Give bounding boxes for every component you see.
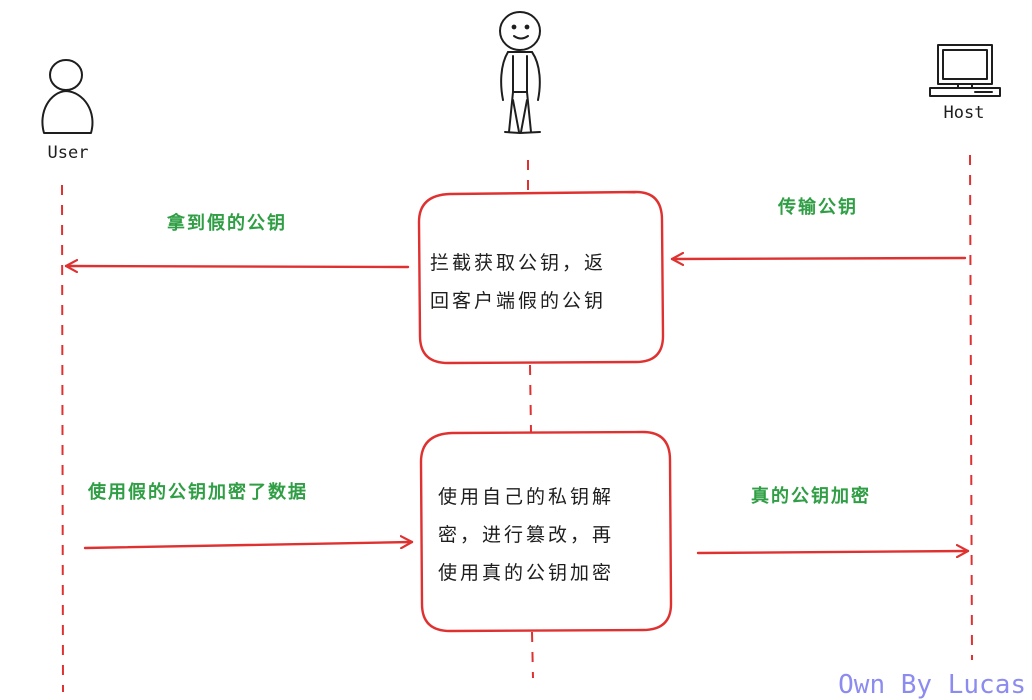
message-attacker-to-host: 真的公钥加密 [751, 486, 871, 507]
host-computer-icon [929, 44, 1001, 97]
intercept-box-text: 拦截获取公钥，返 回客户端假的公钥 [430, 244, 606, 320]
arrow-user-to-attacker [83, 542, 414, 548]
intercept-line-1: 拦截获取公钥，返 [430, 252, 607, 274]
host-lifeline [969, 154, 973, 661]
arrow-attacker-to-host [696, 551, 970, 553]
intercept-box [417, 190, 665, 365]
lifelines [61, 154, 973, 693]
attacker-lifeline-bottom [531, 631, 534, 679]
tamper-box-text: 使用自己的私钥解 密，进行篡改，再 使用真的公钥加密 [438, 478, 614, 592]
intercept-line-2: 回客户端假的公钥 [430, 290, 607, 312]
arrow-attacker-to-user [64, 266, 410, 267]
arrow-host-to-attacker [670, 258, 967, 259]
user-person-icon [41, 59, 94, 134]
user-lifeline [61, 184, 64, 693]
arrows [64, 258, 970, 553]
tamper-line-3: 使用真的公钥加密 [438, 562, 615, 584]
watermark: Own By Lucas [838, 670, 1026, 700]
tamper-box [419, 430, 673, 633]
host-label: Host [943, 103, 985, 123]
message-host-to-attacker: 传输公钥 [778, 197, 858, 218]
attacker-lifeline-mid [529, 364, 532, 433]
tamper-line-1: 使用自己的私钥解 [438, 486, 615, 508]
user-label: User [47, 143, 89, 163]
tamper-line-2: 密，进行篡改，再 [438, 524, 615, 546]
attacker-stick-figure-icon [499, 11, 541, 134]
message-attacker-to-user: 拿到假的公钥 [167, 213, 287, 234]
message-user-to-attacker: 使用假的公钥加密了数据 [88, 482, 308, 503]
